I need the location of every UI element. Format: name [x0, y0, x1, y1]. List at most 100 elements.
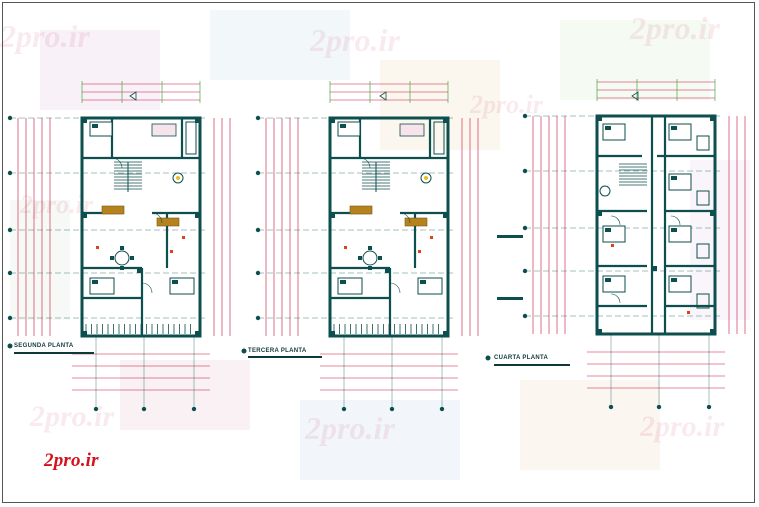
grid-bubble	[439, 406, 445, 412]
grid-bubble	[522, 113, 528, 119]
plan-title-underline	[494, 364, 570, 366]
grid-bubble	[191, 406, 197, 412]
column	[597, 329, 602, 334]
column	[330, 331, 335, 336]
door-swing	[610, 293, 621, 304]
column	[82, 213, 87, 218]
column	[330, 118, 335, 123]
title-marker	[485, 355, 491, 361]
electrical-symbol	[430, 236, 433, 239]
section-marker	[497, 297, 523, 300]
grid-bubble	[93, 406, 99, 412]
staircase	[114, 161, 142, 192]
door-swing	[151, 212, 163, 224]
orientation-arrow	[129, 91, 137, 101]
column	[597, 211, 602, 216]
plan-title-cuarta: CUARTA PLANTA	[494, 355, 549, 361]
bed-pillow	[92, 124, 98, 128]
grid-bubble	[7, 270, 13, 276]
plan-title-underline	[248, 356, 322, 358]
grid-bubble	[522, 225, 528, 231]
bed-pillow	[671, 228, 677, 232]
bed-pillow	[420, 280, 426, 284]
plant	[176, 176, 180, 180]
column	[82, 331, 87, 336]
chair	[110, 256, 114, 260]
electrical-symbol	[96, 246, 99, 249]
grid-bubble	[341, 406, 347, 412]
bathroom-fixture	[399, 123, 425, 137]
column	[82, 118, 87, 123]
round-column	[599, 185, 611, 197]
column	[443, 213, 448, 218]
bed-pillow	[605, 278, 611, 282]
grid-bubble	[7, 115, 13, 121]
bed-pillow	[671, 176, 677, 180]
column	[137, 268, 142, 273]
grid-bubble	[255, 170, 261, 176]
grid-bubble	[255, 227, 261, 233]
grid-bubble	[141, 406, 147, 412]
sofa	[156, 217, 180, 227]
chair	[120, 266, 124, 270]
grid-bubble	[255, 270, 261, 276]
column	[195, 213, 200, 218]
door-swing	[670, 215, 681, 226]
grid-bubble	[656, 404, 662, 410]
electrical-symbol	[182, 236, 185, 239]
chair	[120, 246, 124, 250]
closet	[696, 293, 710, 309]
electrical-symbol	[611, 244, 614, 247]
column	[385, 268, 390, 273]
bed-pillow	[671, 126, 677, 130]
door-swing	[389, 282, 401, 294]
bed-pillow	[340, 280, 346, 284]
orientation-arrow	[631, 91, 639, 101]
exterior-wall	[595, 114, 717, 336]
title-marker	[7, 343, 13, 349]
column	[652, 266, 657, 271]
grid-bubble	[522, 313, 528, 319]
grid-bubble	[522, 268, 528, 274]
plant	[424, 176, 428, 180]
sofa	[349, 205, 373, 215]
door-swing	[399, 212, 411, 224]
bed-pillow	[671, 278, 677, 282]
chair	[368, 246, 372, 250]
grid-bubble	[522, 168, 528, 174]
door-swing	[111, 157, 123, 169]
floor-plan	[7, 81, 231, 412]
closet	[696, 190, 710, 206]
grid-bubble	[255, 115, 261, 121]
column	[195, 118, 200, 123]
dining-table	[362, 250, 378, 266]
column	[710, 116, 715, 121]
column	[195, 331, 200, 336]
bed-pillow	[605, 228, 611, 232]
closet	[696, 135, 710, 151]
orientation-arrow	[379, 91, 387, 101]
door-swing	[141, 282, 153, 294]
grid-bubble	[389, 406, 395, 412]
chair	[378, 256, 382, 260]
electrical-symbol	[170, 250, 173, 253]
electrical-symbol	[687, 311, 690, 314]
grid-bubble	[608, 404, 614, 410]
grid-bubble	[7, 315, 13, 321]
bed-pillow	[172, 280, 178, 284]
electrical-symbol	[344, 246, 347, 249]
chair	[130, 256, 134, 260]
column	[597, 116, 602, 121]
floor-plan	[522, 79, 746, 410]
electrical-symbol	[418, 250, 421, 253]
chair	[358, 256, 362, 260]
door-swing	[359, 157, 371, 169]
kitchen-counter	[433, 121, 445, 155]
staircase	[362, 161, 390, 192]
column	[710, 329, 715, 334]
column	[710, 211, 715, 216]
chair	[368, 266, 372, 270]
